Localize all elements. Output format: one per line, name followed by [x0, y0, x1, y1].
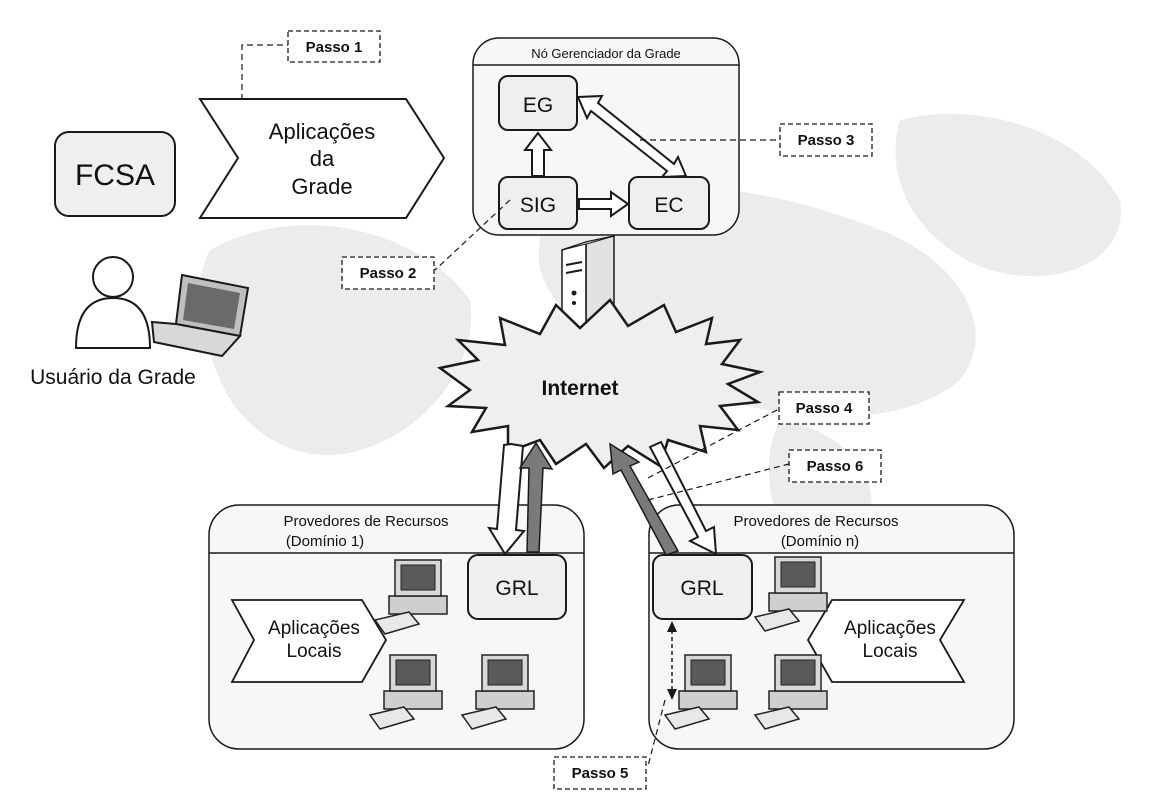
sig-box: SIG	[498, 176, 578, 230]
internet-to-grl-left-arrow	[487, 442, 526, 556]
svg-text:Nó Gerenciador da Grade: Nó Gerenciador da Grade	[531, 46, 681, 61]
svg-text:(Domínio 1): (Domínio 1)	[286, 533, 364, 550]
eg-box: EG	[498, 75, 578, 131]
eg-ec-double-arrow	[576, 94, 688, 179]
svg-text:Aplicações: Aplicações	[268, 618, 360, 639]
svg-text:Provedores de Recursos: Provedores de Recursos	[733, 513, 898, 530]
svg-text:Passo 6: Passo 6	[807, 458, 864, 475]
passo2-connector	[434, 199, 511, 271]
passo6-connector	[647, 463, 790, 501]
svg-text:Grade: Grade	[291, 174, 352, 199]
svg-text:Aplicações: Aplicações	[844, 618, 936, 639]
svg-text:Provedores de Recursos: Provedores de Recursos	[283, 513, 448, 530]
fcsa-box: FCSA	[54, 131, 176, 217]
svg-text:Passo 5: Passo 5	[572, 765, 629, 782]
svg-text:Aplicações: Aplicações	[269, 119, 375, 144]
svg-text:GRL: GRL	[680, 577, 723, 600]
ec-box: EC	[628, 176, 710, 230]
grl-right-box: GRL	[652, 554, 753, 620]
internet-cloud: Internet	[437, 298, 765, 470]
local-apps-left: Aplicações Locais	[230, 599, 388, 683]
svg-text:Passo 3: Passo 3	[798, 132, 855, 149]
sig-to-ec-arrow	[578, 190, 630, 218]
passo3-label: Passo 3	[779, 123, 873, 157]
laptop-icon	[150, 273, 250, 358]
svg-text:Locais: Locais	[863, 641, 918, 662]
svg-text:EC: EC	[654, 194, 683, 217]
internet-to-grl-right-arrow	[648, 440, 718, 556]
grid-apps-chevron: Aplicações da Grade	[198, 98, 446, 219]
user-label: Usuário da Grade	[30, 366, 196, 389]
svg-text:(Domínio n): (Domínio n)	[781, 533, 859, 550]
svg-text:Locais: Locais	[287, 641, 342, 662]
passo5-label: Passo 5	[553, 756, 647, 790]
sig-to-eg-arrow	[522, 131, 554, 177]
passo4-connector	[647, 408, 780, 479]
svg-text:Passo 4: Passo 4	[796, 400, 853, 417]
svg-text:GRL: GRL	[495, 577, 538, 600]
grl-left-box: GRL	[467, 554, 567, 620]
svg-text:Passo 2: Passo 2	[360, 265, 417, 282]
grl-local-dashed-arrow	[667, 621, 677, 700]
passo1-connector	[241, 44, 288, 100]
passo1-label: Passo 1	[287, 30, 381, 63]
local-apps-right: Aplicações Locais	[806, 599, 966, 683]
user-icon	[74, 256, 152, 349]
svg-text:FCSA: FCSA	[75, 159, 155, 192]
grl-right-to-internet-arrow	[609, 442, 680, 556]
passo6-label: Passo 6	[788, 449, 882, 483]
passo5-connector	[647, 699, 666, 767]
passo2-label: Passo 2	[341, 256, 435, 290]
svg-text:Passo 1: Passo 1	[306, 39, 363, 56]
passo4-label: Passo 4	[778, 391, 870, 425]
grl-left-to-internet-arrow	[518, 441, 554, 553]
svg-text:da: da	[310, 146, 335, 171]
svg-text:SIG: SIG	[520, 194, 556, 217]
svg-text:Internet: Internet	[541, 377, 618, 400]
svg-text:EG: EG	[523, 94, 553, 117]
